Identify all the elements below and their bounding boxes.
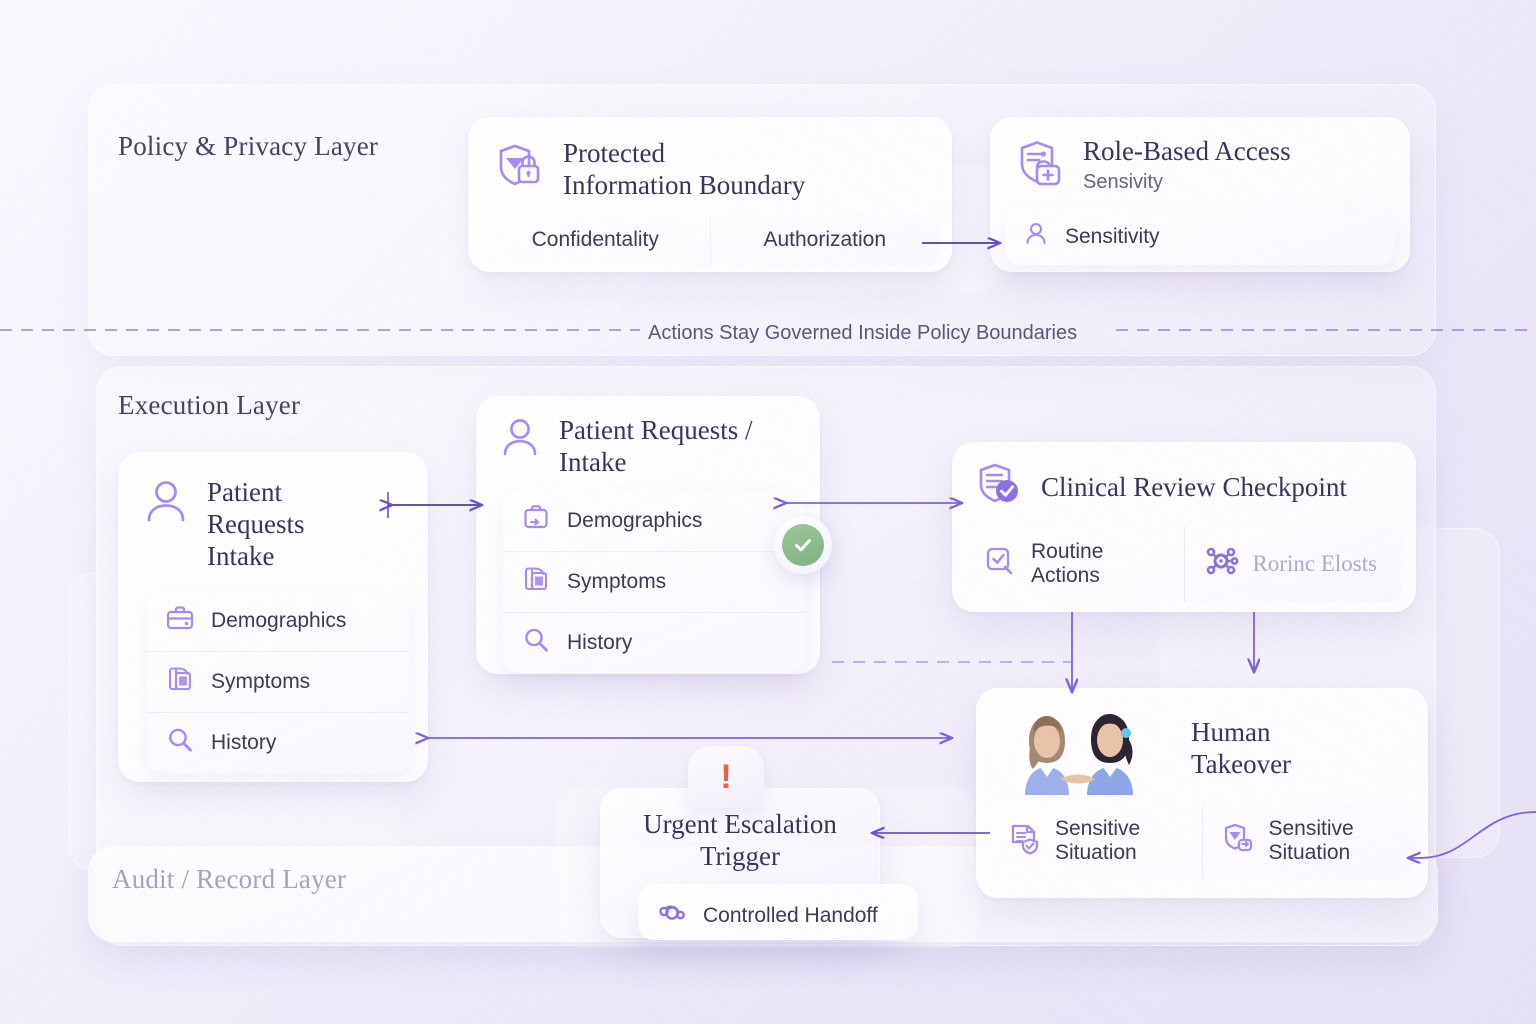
protected-information-boundary-card[interactable]: Protected Information Boundary Confident…: [468, 117, 952, 272]
list-item[interactable]: Demographics: [503, 491, 805, 551]
list-item[interactable]: Demographics: [147, 591, 409, 651]
exclamation-icon: !: [720, 758, 732, 796]
card-title-block: Patient Requests Intake: [207, 477, 305, 573]
chip-label-block: Routine Actions: [1031, 540, 1103, 588]
card-header: Protected Information Boundary: [469, 118, 951, 208]
list-item-label: Symptoms: [211, 669, 311, 693]
book-icon: [165, 664, 195, 700]
governance-divider-label: Actions Stay Governed Inside Policy Boun…: [648, 322, 1078, 344]
policy-chip-row: Confidentality Authorization: [481, 213, 940, 266]
shield-user-add-icon: [1013, 136, 1067, 195]
briefcase-icon: [165, 603, 195, 639]
shield-swap-icon: [1221, 821, 1255, 861]
list-item-label: Sensitivity: [1065, 225, 1160, 248]
patient-left-row-list: Demographics Symptoms: [147, 590, 409, 773]
card-subtitle: Sensivity: [1083, 170, 1164, 193]
card-title-block: Role-Based Access Sensivity: [1083, 136, 1291, 194]
list-item[interactable]: Controlled Handoff: [639, 885, 917, 947]
card-title-line2: Intake: [559, 446, 627, 477]
clinical-review-checkpoint-card[interactable]: Clinical Review Checkpoint Routine Actio…: [952, 442, 1416, 612]
list-item-label: History: [211, 730, 277, 754]
execution-layer-title: Execution Layer: [118, 390, 301, 420]
card-title: Clinical Review Checkpoint: [1041, 471, 1347, 502]
card-title-line1: Patient Requests /: [559, 415, 753, 445]
card-title-block: Human Takeover: [1191, 717, 1291, 781]
role-based-access-card[interactable]: Role-Based Access Sensivity Sensitivity: [990, 117, 1410, 272]
chip-sensitive-situation-2[interactable]: Sensitive Situation: [1201, 803, 1416, 879]
chip-sensitive-situation-1[interactable]: Sensitive Situation: [989, 803, 1202, 879]
shield-lock-icon: [491, 139, 547, 200]
list-item-label: History: [567, 630, 633, 654]
controlled-handoff-card[interactable]: Controlled Handoff: [638, 884, 918, 940]
chip-confidentality[interactable]: Confidentality: [481, 214, 710, 266]
person-icon: [1023, 221, 1049, 253]
book-icon: [521, 564, 551, 600]
card-title-line1: Urgent Escalation: [643, 809, 837, 839]
chip-label: Authorization: [763, 227, 887, 251]
card-title: Role-Based Access: [1083, 136, 1291, 166]
chip-label-block: Sensitive Situation: [1055, 817, 1140, 865]
policy-layer-title: Policy & Privacy Layer: [118, 131, 379, 161]
card-title-line2: Requests: [207, 508, 305, 539]
chip-label-line1: Sensitive: [1055, 817, 1141, 840]
chip-label-line2: Situation: [1055, 841, 1137, 864]
network-node-icon: [1203, 543, 1239, 585]
clipboard-icon: [521, 503, 551, 539]
check-badge: [774, 516, 832, 574]
magnifier-icon: [521, 625, 551, 661]
list-item[interactable]: Symptoms: [503, 550, 805, 612]
card-title-line2: Trigger: [699, 840, 780, 871]
card-header: Patient Requests / Intake: [477, 397, 819, 481]
list-item[interactable]: Sensitivity: [1005, 209, 1395, 265]
chip-rorinc-elosts[interactable]: Rorinc Elosts: [1183, 526, 1403, 602]
card-title-line1: Human: [1191, 717, 1271, 748]
document-shield-icon: [1007, 821, 1041, 861]
two-people-illustration: [995, 703, 1173, 795]
checkbox-search-icon: [983, 544, 1017, 584]
magnifier-icon: [165, 725, 195, 761]
human-takeover-card[interactable]: Human Takeover Sensitive Situation: [976, 688, 1428, 898]
audit-layer-title: Audit / Record Layer: [112, 864, 347, 894]
list-item[interactable]: Symptoms: [147, 650, 409, 712]
chip-label: Confidentality: [531, 227, 659, 251]
list-item-label: Controlled Handoff: [703, 904, 878, 927]
human-chip-row: Sensitive Situation Sensitive Situation: [989, 803, 1415, 879]
card-title-line1: Protected: [563, 138, 665, 168]
chip-label: Rorinc Elosts: [1252, 551, 1378, 576]
card-header: Clinical Review Checkpoint: [953, 443, 1415, 518]
check-icon: [782, 524, 824, 566]
card-header: Human Takeover: [977, 689, 1427, 799]
person-icon: [141, 477, 191, 532]
chip-label-block: Sensitive Situation: [1269, 817, 1354, 865]
person-icon: [497, 415, 543, 466]
list-item[interactable]: History: [147, 711, 409, 773]
chip-authorization[interactable]: Authorization: [709, 213, 940, 266]
urgent-title-block: Urgent Escalation Trigger: [601, 789, 879, 873]
card-title-line2: Takeover: [1191, 749, 1292, 779]
card-title-block: Protected Information Boundary: [563, 138, 805, 202]
card-title-line3: Intake: [207, 540, 275, 571]
list-item-label: Symptoms: [567, 569, 667, 593]
handoff-icon: [657, 898, 687, 934]
patient-requests-intake-card[interactable]: Patient Requests / Intake Demographics: [476, 396, 820, 674]
card-header: Role-Based Access Sensivity: [991, 118, 1409, 201]
chip-routine-actions[interactable]: Routine Actions: [965, 526, 1184, 602]
list-item-label: Demographics: [567, 508, 703, 532]
shield-document-check-icon: [973, 459, 1025, 516]
chip-label-line2: Actions: [1031, 564, 1100, 587]
patient-requests-intake-left-card[interactable]: Patient Requests Intake Demographics: [118, 452, 428, 782]
card-title-block: Patient Requests / Intake: [559, 415, 752, 479]
list-item[interactable]: History: [503, 611, 805, 673]
chip-label-line1: Routine: [1031, 540, 1104, 563]
card-header: Patient Requests Intake: [119, 453, 427, 577]
clinical-chip-row: Routine Actions: [965, 526, 1403, 602]
card-title-line2: Information Boundary: [563, 169, 806, 200]
rba-row-list: Sensitivity: [1005, 209, 1395, 265]
list-item-label: Demographics: [211, 608, 347, 632]
alert-bubble: !: [688, 746, 764, 808]
card-title-line1: Patient: [207, 477, 282, 507]
intake-row-list: Demographics Symptoms: [503, 490, 805, 673]
chip-label-line2: Situation: [1268, 841, 1351, 864]
chip-label-line1: Sensitive: [1268, 817, 1354, 840]
